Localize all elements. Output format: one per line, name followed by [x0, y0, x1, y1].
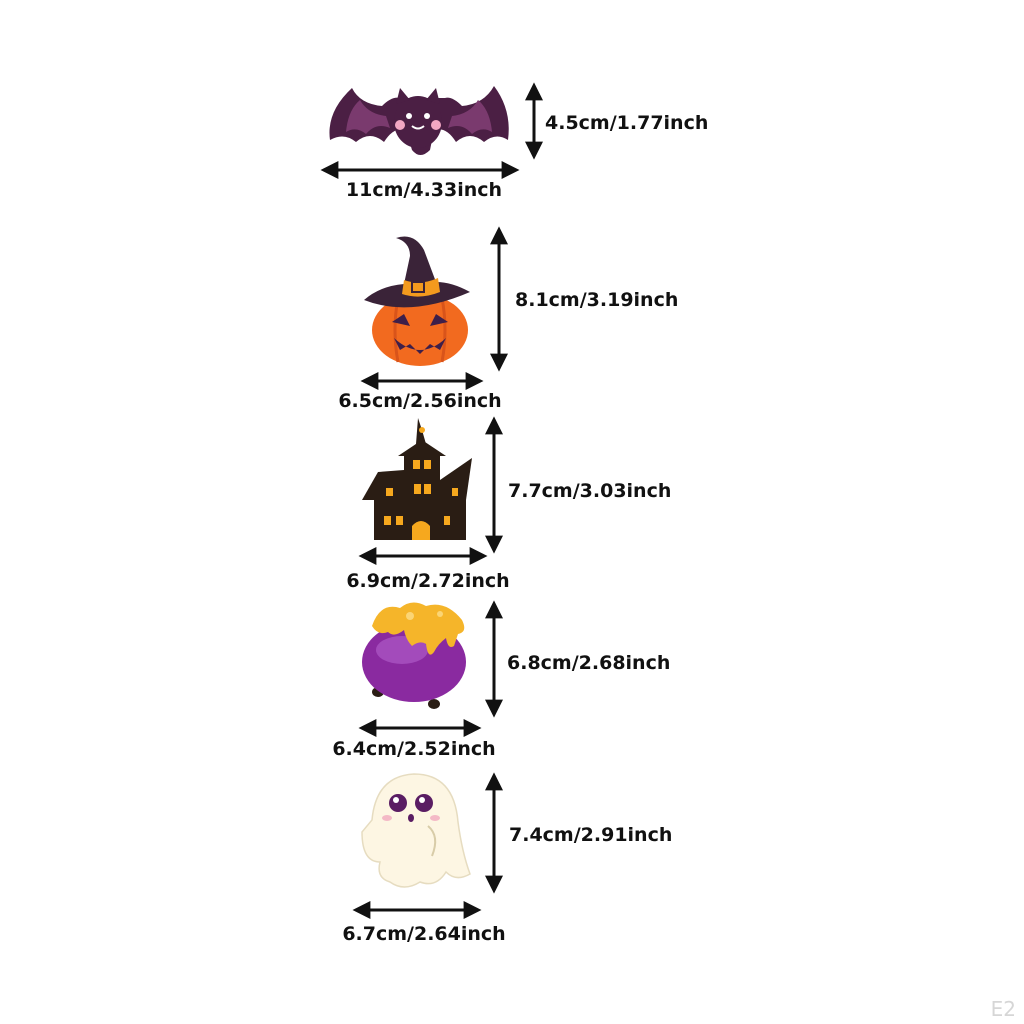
witch-hat-pumpkin-icon: [364, 236, 470, 366]
ghost-width-label: 6.7cm/2.64inch: [342, 923, 505, 945]
cauldron-width-label: 6.4cm/2.52inch: [332, 738, 495, 760]
cauldron-height-label: 6.8cm/2.68inch: [507, 652, 670, 674]
bat-width-label: 11cm/4.33inch: [346, 179, 502, 201]
pumpkin-height-label: 8.1cm/3.19inch: [515, 289, 678, 311]
bat-icon: [329, 86, 509, 155]
bat-height-label: 4.5cm/1.77inch: [545, 112, 708, 134]
ghost-icon: [361, 773, 471, 888]
watermark: E2: [991, 997, 1016, 1021]
haunted-house-icon: [362, 418, 472, 540]
house-width-label: 6.9cm/2.72inch: [346, 570, 509, 592]
house-height-label: 7.7cm/3.03inch: [508, 480, 671, 502]
pumpkin-width-label: 6.5cm/2.56inch: [338, 390, 501, 412]
ghost-height-label: 7.4cm/2.91inch: [509, 824, 672, 846]
cauldron-icon: [362, 602, 466, 709]
